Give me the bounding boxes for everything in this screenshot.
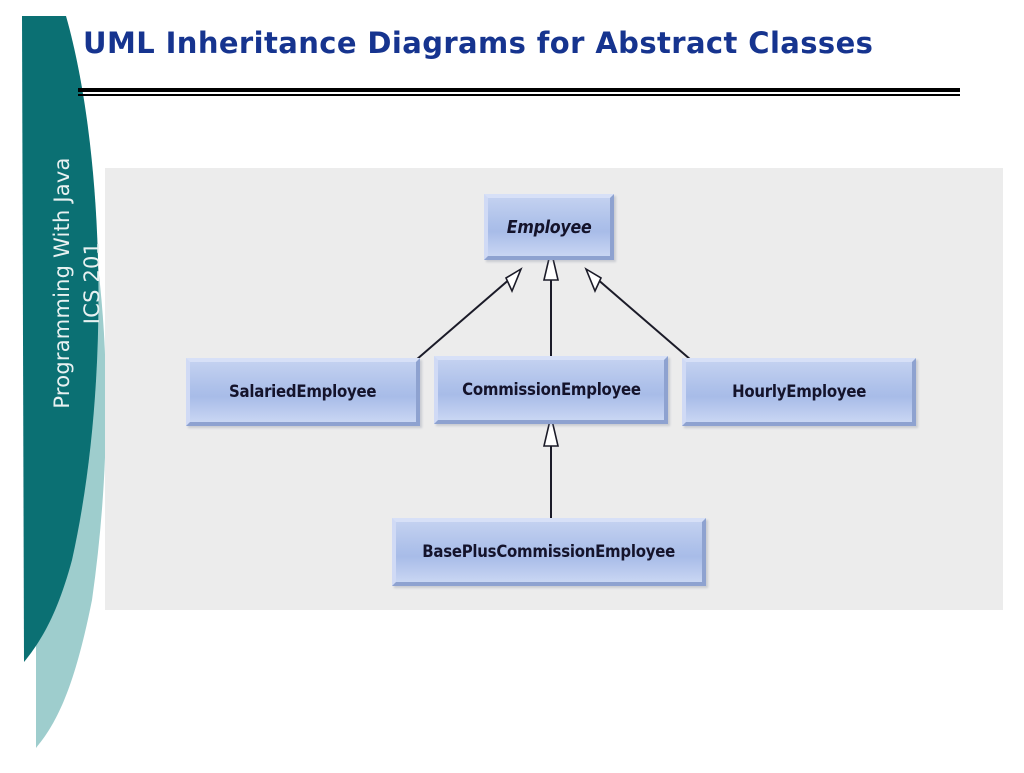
uml-class-label: HourlyEmployee xyxy=(732,382,866,402)
uml-class-baseplus-commission-employee[interactable]: BasePlusCommissionEmployee xyxy=(392,518,706,586)
uml-class-label: CommissionEmployee xyxy=(461,380,641,400)
uml-class-hourly-employee[interactable]: HourlyEmployee xyxy=(682,358,916,426)
uml-class-salaried-employee[interactable]: SalariedEmployee xyxy=(186,358,420,426)
uml-class-label: Employee xyxy=(506,216,592,238)
generalization-hourly-to-employee xyxy=(584,267,692,361)
generalization-arrowhead xyxy=(504,267,523,294)
generalization-commission-to-employee xyxy=(542,249,560,356)
inheritance-connectors xyxy=(415,249,692,520)
uml-class-label: BasePlusCommissionEmployee xyxy=(422,542,676,562)
generalization-arrowhead xyxy=(542,249,560,281)
uml-class-employee[interactable]: Employee xyxy=(484,194,614,260)
page-title: UML Inheritance Diagrams for Abstract Cl… xyxy=(83,26,874,60)
title-divider-thin-rule xyxy=(78,94,960,96)
title-divider xyxy=(78,88,960,96)
generalization-salaried-to-employee xyxy=(415,267,523,361)
sidebar-shapes xyxy=(22,16,107,748)
sidebar-dark-crescent xyxy=(22,16,99,662)
generalization-baseplus-to-commission xyxy=(542,415,560,520)
generalization-arrowhead xyxy=(584,267,603,294)
sidebar-decoration: Programming With Java ICS 201 xyxy=(0,0,200,768)
generalization-arrowhead xyxy=(542,415,560,447)
uml-class-commission-employee[interactable]: CommissionEmployee xyxy=(434,356,668,424)
title-divider-thick-rule xyxy=(78,88,960,92)
uml-class-label: SalariedEmployee xyxy=(229,382,377,402)
